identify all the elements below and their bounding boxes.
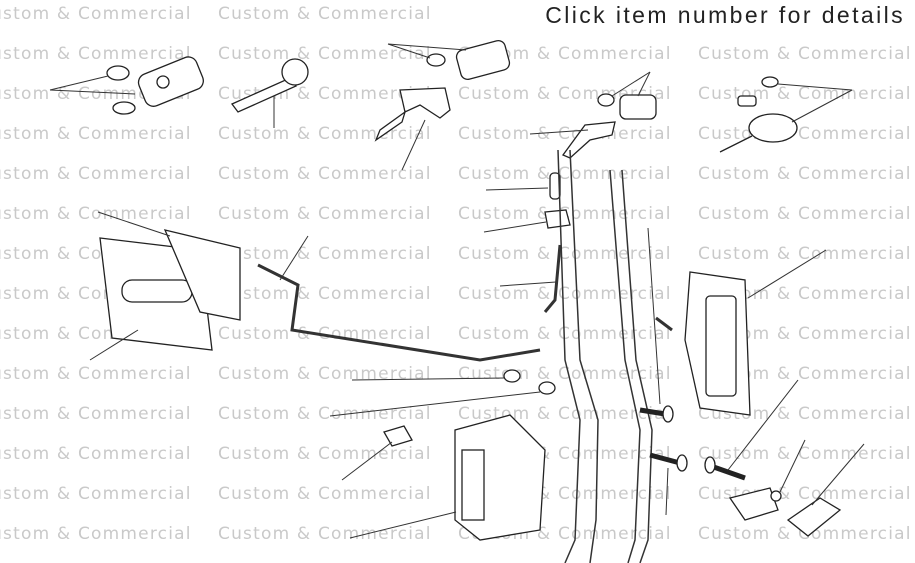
screw-part[interactable] [639,227,674,423]
exterior-handle-part[interactable] [655,249,827,416]
grommet-part[interactable] [351,369,521,383]
gasket-part[interactable] [786,443,865,537]
linkage-rod-part[interactable] [257,235,541,362]
key-housing-part[interactable] [374,39,511,171]
key-cover-part[interactable] [529,71,657,159]
bolt-2-part[interactable] [704,379,799,481]
rod-part[interactable] [499,244,562,313]
pin-part[interactable] [485,172,561,200]
inner-handle-part[interactable] [89,211,241,361]
clip-part[interactable] [483,209,571,233]
key-with-light-part[interactable] [719,76,853,153]
clip-small-part[interactable] [341,425,413,481]
striker-plate-part[interactable] [728,439,806,521]
door-lock-part[interactable] [349,414,546,541]
bushing-part[interactable] [329,381,556,417]
flip-key-part[interactable] [230,58,309,128]
bolt-part[interactable] [649,452,688,516]
instruction-title: Click item number for details [545,2,905,28]
key-fob-part[interactable] [49,54,206,115]
door-frame-part [557,149,653,563]
